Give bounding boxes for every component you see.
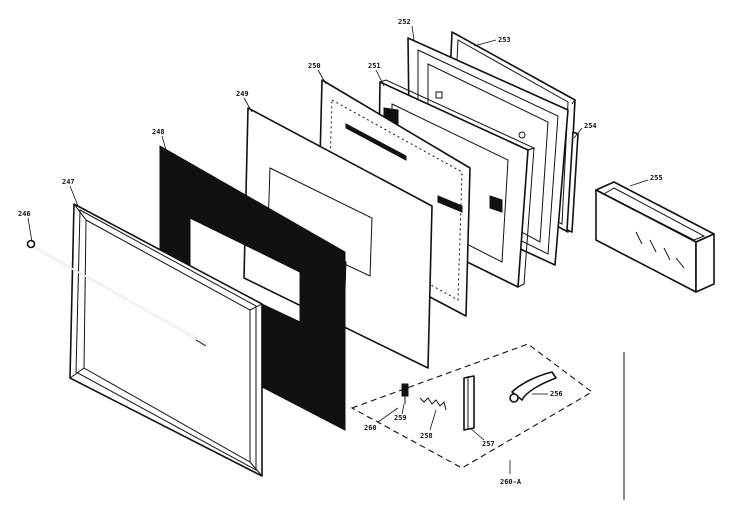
label-258: 258 bbox=[420, 432, 433, 440]
label-260: 260 bbox=[364, 424, 377, 432]
label-252: 252 bbox=[398, 18, 411, 26]
leader-lines bbox=[27, 25, 649, 474]
label-253: 253 bbox=[498, 36, 511, 44]
label-247: 247 bbox=[62, 178, 75, 186]
part-258-spring bbox=[419, 397, 447, 411]
label-251: 251 bbox=[368, 62, 381, 70]
part-254-gasket bbox=[566, 131, 579, 233]
label-248: 248 bbox=[152, 128, 165, 136]
part-259-screw bbox=[401, 383, 409, 404]
part-labels: 246 247 248 249 250 251 252 253 254 255 … bbox=[18, 18, 663, 486]
part-246-handle-bar bbox=[26, 239, 207, 347]
label-260a: 260-A bbox=[500, 478, 522, 486]
label-249: 249 bbox=[236, 90, 249, 98]
label-246: 246 bbox=[18, 210, 31, 218]
part-247-door-frame bbox=[69, 203, 263, 477]
label-254: 254 bbox=[584, 122, 597, 130]
label-259: 259 bbox=[394, 414, 407, 422]
part-255-box bbox=[595, 181, 715, 293]
part-256-hinge bbox=[509, 371, 557, 403]
label-255: 255 bbox=[650, 174, 663, 182]
part-257-hinge-arm bbox=[463, 375, 475, 431]
label-257: 257 bbox=[482, 440, 495, 448]
kit-260a-outline bbox=[350, 343, 593, 469]
label-256: 256 bbox=[550, 390, 563, 398]
label-250: 250 bbox=[308, 62, 321, 70]
